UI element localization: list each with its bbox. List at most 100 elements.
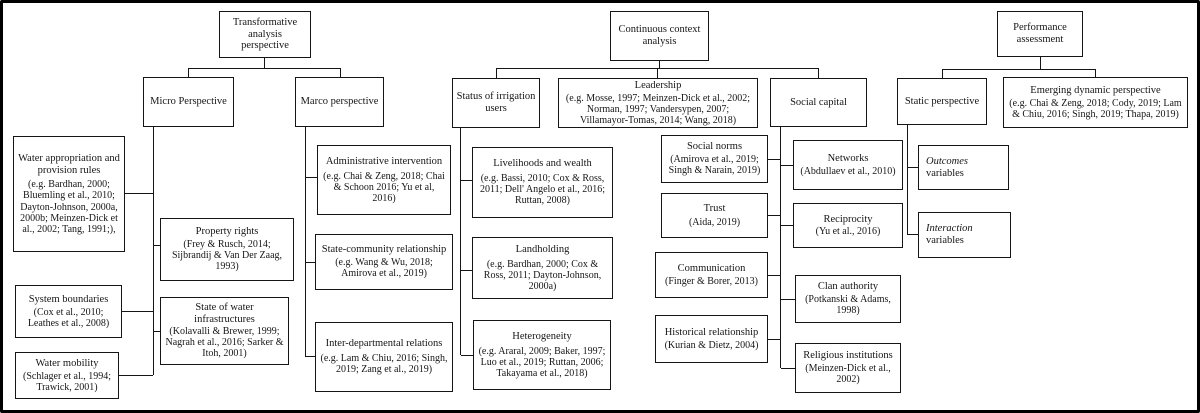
node-title: Landholding	[515, 243, 570, 255]
node-title: Historical relationship	[664, 327, 759, 339]
connector-line	[306, 177, 317, 178]
connector-line	[907, 125, 908, 235]
node-title: State-community relationship	[321, 244, 447, 256]
connector-line	[768, 339, 780, 340]
node-citation: (e.g. Wang & Wu, 2018; Amirova et al., 2…	[335, 257, 433, 280]
connector-line	[264, 58, 265, 68]
connector-line	[781, 299, 795, 300]
node-administrative-intervention: Administrative intervention (e.g. Chai &…	[317, 145, 451, 215]
node-title: State of water infrastructures	[194, 302, 255, 326]
connector-line	[119, 375, 153, 376]
node-title: Micro Perspective	[150, 96, 227, 108]
node-citation: (Kolavalli & Brewer, 1999; Nagrah et al.…	[165, 325, 284, 360]
node-title: Livelihoods and wealth	[493, 158, 592, 170]
node-title: Social capital	[790, 96, 847, 108]
interaction-italic-word: Interaction	[926, 223, 973, 235]
node-networks: Networks (Abdullaev et al., 2010)	[793, 140, 903, 190]
node-state-of-water-infrastructures: State of water infrastructures (Kolavall…	[160, 297, 289, 365]
connector-line	[781, 368, 795, 369]
connector-line	[188, 68, 189, 77]
node-citation: (e.g. Bassi, 2010; Cox & Ross, 2011; Del…	[479, 173, 606, 207]
connector-line	[780, 127, 781, 368]
node-title: Static perspective	[904, 95, 980, 107]
connector-line	[1095, 69, 1096, 77]
node-title: Administrative intervention	[325, 155, 443, 167]
connector-line	[659, 61, 660, 68]
connector-line	[908, 234, 918, 235]
node-social-norms: Social norms (Amirova et al., 2019; Sing…	[661, 135, 768, 183]
connector-line	[340, 68, 341, 77]
node-citation: (Schlager et al., 1994; Trawick, 2001)	[22, 370, 112, 393]
connector-line	[461, 355, 473, 356]
node-citation: (Aida, 2019)	[688, 217, 741, 229]
node-marco-perspective: Marco perspective	[295, 77, 384, 127]
node-landholding: Landholding (e.g. Bardhan, 2000; Cox & R…	[472, 237, 613, 299]
node-performance-assessment: Performance assessment	[997, 11, 1083, 57]
node-title: Emerging dynamic perspective	[1030, 84, 1161, 96]
node-property-rights: Property rights (Frey & Rusch, 2014; Sij…	[160, 218, 294, 281]
node-social-capital: Social capital	[770, 78, 867, 127]
connector-line	[781, 165, 793, 166]
connector-line	[1040, 57, 1041, 69]
node-title: Continuous context analysis	[618, 24, 701, 47]
node-citation: (Frey & Rusch, 2014; Sijbrandij & Van De…	[171, 239, 283, 273]
node-religious-institutions: Religious institutions (Meinzen-Dick et …	[795, 343, 901, 393]
node-citation: (Amirova et al., 2019; Singh & Narain, 2…	[668, 154, 761, 177]
node-livelihoods-and-wealth: Livelihoods and wealth (e.g. Bassi, 2010…	[472, 147, 613, 218]
node-inter-departmental-relations: Inter-departmental relations (e.g. Lam &…	[315, 322, 453, 392]
node-citation: (e.g. Chai & Zeng, 2018; Chai & Schoon 2…	[323, 170, 445, 204]
node-historical-relationship: Historical relationship (Kurian & Dietz,…	[655, 315, 768, 363]
node-transformative-analysis-perspective: Transformative analysis perspective	[219, 11, 311, 58]
node-status-of-irrigation-users: Status of irrigation users	[452, 78, 540, 128]
node-title: Leadership	[634, 79, 682, 91]
node-title: Trust	[703, 202, 726, 214]
connector-line	[942, 69, 943, 78]
connector-line	[496, 68, 497, 78]
node-title: Inter-departmental relations	[325, 338, 443, 350]
connector-line	[306, 262, 315, 263]
node-leadership: Leadership (e.g. Mosse, 1997; Meinzen-Di…	[558, 78, 758, 128]
node-citation: (Yu et al., 2016)	[815, 226, 881, 238]
connector-line	[188, 68, 340, 69]
node-citation: (Cox et al., 2010; Leathes et al., 2008)	[27, 306, 110, 329]
node-continuous-context-analysis: Continuous context analysis	[610, 11, 709, 61]
node-title: Social norms	[686, 141, 743, 153]
node-title: Outcomes variables	[926, 156, 1005, 180]
node-title: Interaction variables	[926, 223, 1007, 247]
node-outcomes-variables: Outcomes variables	[918, 145, 1009, 190]
node-title: Water appropriation and provision rules	[18, 152, 120, 176]
connector-line	[305, 127, 306, 357]
node-title: System boundaries	[28, 293, 109, 305]
node-title: Clan authority	[817, 281, 879, 293]
node-micro-perspective: Micro Perspective	[143, 77, 234, 127]
connector-line	[768, 275, 780, 276]
node-citation: (e.g. Lam & Chiu, 2016; Singh, 2019; Zan…	[320, 353, 448, 376]
connector-line	[154, 245, 160, 246]
interaction-rest: variables	[926, 235, 964, 246]
connector-line	[781, 225, 793, 226]
node-citation: (Kurian & Dietz, 2004)	[664, 339, 759, 351]
node-citation: (Potkanski & Adams, 1998)	[805, 294, 891, 317]
node-title: Property rights	[195, 226, 259, 238]
connector-line	[461, 180, 472, 181]
connector-line	[153, 127, 154, 375]
node-title: Transformative analysis perspective	[232, 16, 298, 52]
connector-line	[768, 159, 780, 160]
connector-line	[942, 69, 1095, 70]
connector-line	[768, 215, 780, 216]
node-citation: (Finger & Borer, 2013)	[665, 275, 758, 287]
node-system-boundaries: System boundaries (Cox et al., 2010; Lea…	[15, 285, 122, 338]
connector-line	[908, 167, 918, 168]
node-citation: (e.g. Mosse, 1997; Meinzen-Dick et al., …	[565, 92, 751, 126]
node-citation: (Meinzen-Dick et al., 2002)	[805, 363, 891, 386]
node-citation: (e.g. Bardhan, 2000; Bluemling et al., 2…	[20, 179, 118, 236]
node-clan-authority: Clan authority (Potkanski & Adams, 1998)	[795, 275, 901, 323]
node-citation: (e.g. Araral, 2009; Baker, 1997; Luo et …	[478, 345, 606, 379]
node-static-perspective: Static perspective	[897, 78, 987, 125]
node-citation: (e.g. Bardhan, 2000; Cox & Ross, 2011; D…	[483, 258, 602, 292]
node-reciprocity: Reciprocity (Yu et al., 2016)	[793, 203, 903, 248]
connector-line	[306, 356, 315, 357]
node-emerging-dynamic-perspective: Emerging dynamic perspective (e.g. Chai …	[1003, 77, 1188, 128]
node-title: Water mobility	[35, 357, 99, 369]
